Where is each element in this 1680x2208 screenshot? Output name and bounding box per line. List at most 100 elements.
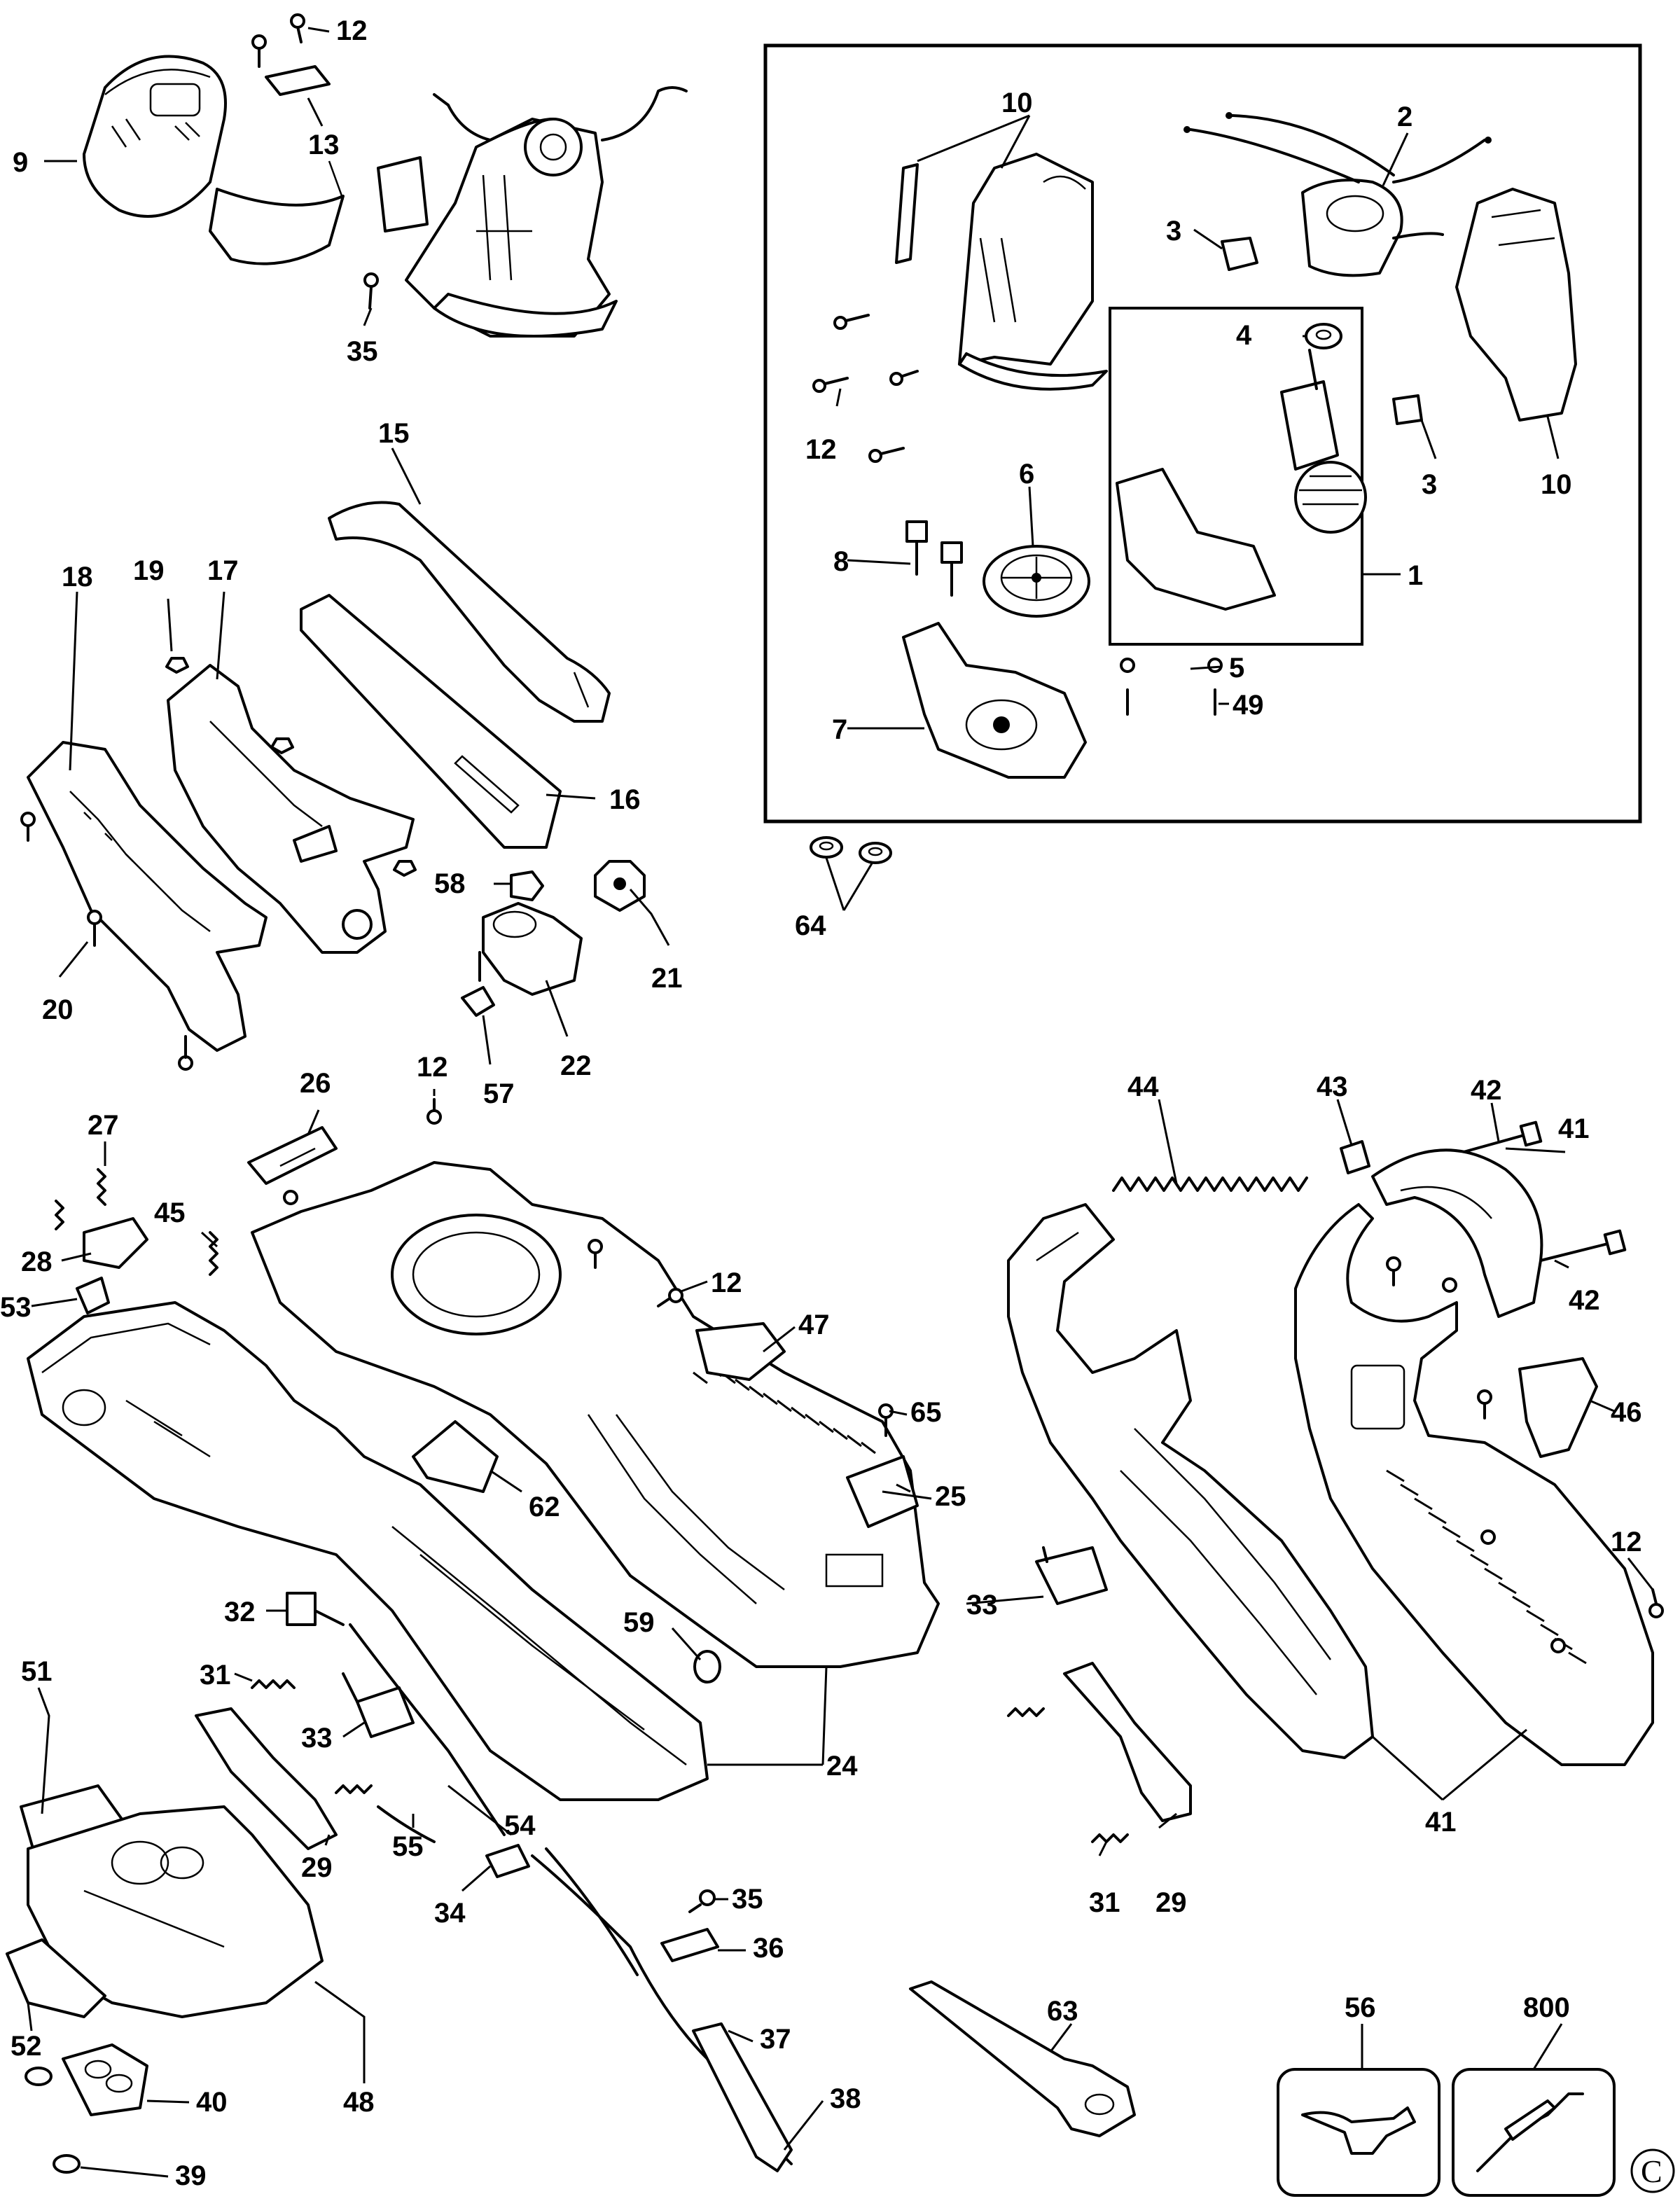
clamp-part-26 [247,1126,338,1185]
clamp-part-36 [660,1928,719,1962]
callout-labels: 9 12 13 35 10 2 3 4 3 10 6 12 8 1 5 49 7… [0,15,1642,2191]
callout-29b: 29 [1155,1887,1187,1918]
brush-part-3-left [1221,237,1258,271]
power-cord-part-37-38 [531,1847,793,2172]
sprocket-part-21 [594,860,646,912]
spring-part-44 [1112,1176,1308,1192]
nut-screw-part-5-49 [1120,658,1223,716]
callout-31a: 31 [200,1660,231,1690]
callout-56: 56 [1345,1992,1376,2023]
wire-part-55 [377,1805,436,1843]
wire-part-54 [349,1623,506,1836]
terminal-part-34 [485,1844,530,1878]
field-coil-part-2 [1183,112,1492,277]
callout-24: 24 [826,1751,858,1782]
callout-44: 44 [1127,1071,1159,1102]
accessory-box-part-56 [1277,2068,1441,2197]
callout-58: 58 [434,868,466,899]
callout-49: 49 [1233,690,1264,721]
wrench-part-63 [909,1980,1136,2137]
nut-part-39 [25,2067,81,2174]
motor-assembly-frame [763,43,1642,824]
spring-part-31-right [1007,1707,1129,1843]
handle-half-part-41-left [1007,1203,1374,1759]
callout-17: 17 [207,555,239,586]
spring-part-45 [209,1231,218,1276]
screws-part-12-center [283,1190,894,1437]
callout-12a: 12 [336,15,368,46]
gear-plate-part-7 [902,622,1087,779]
bolt-part-42-bottom [1539,1229,1627,1262]
armature-part-1 [1116,349,1367,611]
clip-part-13 [265,65,331,96]
pad-part-47 [695,1322,786,1381]
blade-guard-part-15 [328,501,611,723]
callout-15: 15 [378,418,410,449]
callout-39: 39 [175,2160,207,2191]
callout-7: 7 [832,714,847,745]
spring-part-31 [251,1679,373,1794]
callout-35a: 35 [347,336,378,367]
pad-part-52 [6,1938,106,2018]
callout-3a: 3 [1166,216,1181,247]
screws-part-12-right [1386,1256,1664,1653]
callout-34: 34 [434,1898,466,1929]
base-plate-part-48 [27,1805,324,2018]
copyright-mark: C [1630,2148,1675,2193]
washers-part-64 [810,836,892,864]
callout-26: 26 [300,1068,331,1099]
callout-18: 18 [62,562,93,592]
callout-59: 59 [623,1607,655,1638]
upper-housing-center [251,1161,940,1668]
callout-10b: 10 [1541,469,1572,500]
callout-37: 37 [760,2024,791,2055]
callout-64: 64 [795,910,826,941]
bracket-part-17 [167,664,415,954]
callout-41b: 41 [1425,1807,1457,1838]
pad-part-46 [1518,1357,1598,1458]
callout-35b: 35 [732,1884,763,1915]
callout-42b: 42 [1569,1285,1600,1316]
callout-42a: 42 [1471,1075,1502,1106]
lever-part-28 [83,1217,148,1269]
callout-55: 55 [392,1831,424,1862]
trigger-part-29-left [195,1707,338,1850]
callout-12d: 12 [711,1268,742,1298]
armature-subassembly-frame [1109,307,1363,646]
nut-part-43 [1340,1140,1370,1174]
bolt-part-57 [461,951,495,1017]
callout-13: 13 [308,130,340,160]
bearing-part-4 [1305,323,1342,349]
callout-41a: 41 [1558,1113,1590,1144]
callout-38: 38 [830,2083,861,2114]
callout-27: 27 [88,1110,119,1141]
callout-25: 25 [935,1481,966,1512]
callout-48: 48 [343,2087,375,2118]
knob-part-53 [76,1277,110,1314]
callout-28: 28 [21,1247,53,1277]
callout-29a: 29 [301,1852,333,1883]
callout-21: 21 [651,963,683,994]
callout-40: 40 [196,2087,228,2118]
gear-part-6 [983,545,1090,618]
screw-part-35-bottom [688,1889,716,1913]
clutch-part-22 [482,902,583,996]
screw-part-12-mid [426,1098,442,1125]
callout-45: 45 [154,1197,186,1228]
callout-16: 16 [609,784,641,815]
callout-22: 22 [560,1050,592,1081]
callout-51: 51 [21,1656,53,1687]
callout-36: 36 [753,1933,784,1964]
screws-part-12-motor [812,314,919,463]
pad-part-62 [412,1420,499,1493]
callout-800: 800 [1523,1992,1570,2023]
callout-63: 63 [1047,1996,1078,2027]
base-housing-left [27,1301,709,1801]
callout-20: 20 [42,994,74,1025]
callout-57: 57 [483,1078,515,1109]
callout-32: 32 [224,1597,256,1627]
spring-part-27 [55,1168,106,1230]
cover-part-40 [62,2043,148,2116]
knob-part-59 [693,1650,721,1683]
motor-housing-assembly [377,86,688,338]
